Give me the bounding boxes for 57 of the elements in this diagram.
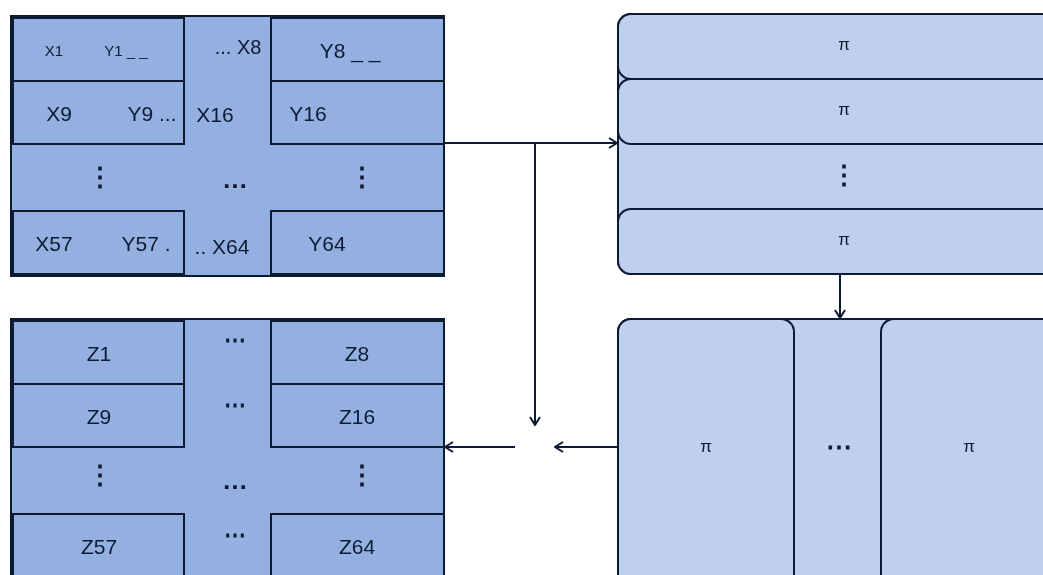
cell-text: X16 [196,103,234,127]
grid-cell [270,320,445,385]
cell-text: ... X8 [214,36,262,58]
cell-text: Y1 _ _ [104,42,148,60]
grid-cell [270,80,445,145]
cell-text: .. X64 [194,235,250,259]
cell-text: Z9 [86,405,112,429]
cell-text: ⋯ [224,327,246,353]
cell-text: π [700,437,712,457]
cell-text: π [838,100,850,120]
grid-panel [10,318,445,575]
cell-text: Y57 . [121,232,171,256]
cell-text: Y8 _ _ [319,39,381,63]
cell-text: ⋮ [87,162,113,192]
cell-text: π [838,35,850,55]
cell-text: X1 [44,42,64,60]
cell-text: π [838,230,850,250]
arrow [444,441,516,453]
cell-text: … [222,465,248,495]
grid-cell [270,210,445,275]
cell-text: … [222,164,248,194]
cell-text: ⋯ [224,522,246,548]
cell-text: Z16 [338,405,376,429]
cell-text: Z8 [344,342,370,366]
rounded-box [617,208,1043,275]
cell-text: π [963,437,975,457]
grid-cell [12,513,185,575]
cell-text: ⋮ [349,460,375,490]
cell-text: Y16 [289,102,327,126]
arrow [444,142,541,426]
rounded-box [617,318,795,575]
cell-text: ⋮ [831,160,857,190]
stack-panel [617,13,1043,275]
cell-text: ⋮ [349,162,375,192]
cell-text: ⋯ [224,392,246,418]
stack-panel [617,318,1043,575]
arrow [834,274,846,319]
cell-text: ⋯ [826,432,852,462]
grid-cell [12,320,185,385]
cell-text: Y9 ... [127,102,177,126]
grid-cell [12,17,185,82]
grid-cell [270,383,445,448]
arrow [554,441,618,453]
cell-text: X9 [46,102,72,126]
grid-panel [10,15,445,277]
cell-text: Z57 [80,535,118,559]
rounded-box [617,78,1043,145]
grid-cell [12,383,185,448]
cell-text: Z1 [86,342,112,366]
cell-text: Z64 [338,535,376,559]
cell-text: X57 [35,232,73,256]
grid-cell [270,513,445,575]
grid-cell [12,210,185,275]
grid-cell [270,17,445,82]
grid-cell [12,80,185,145]
cell-text: Y64 [308,232,346,256]
cell-text: ⋮ [87,460,113,490]
